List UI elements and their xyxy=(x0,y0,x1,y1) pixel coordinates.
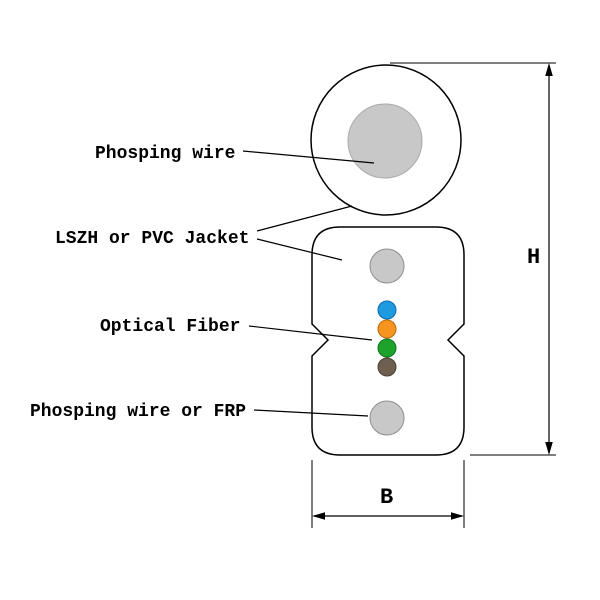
leader-line-optical-fiber xyxy=(248,325,373,341)
dim-h-label: H xyxy=(527,245,540,270)
strength-member-top-circle xyxy=(369,248,405,284)
messenger-jacket-outline xyxy=(310,64,462,216)
label-phosping-wire: Phosping wire xyxy=(95,144,235,164)
label-jacket: LSZH or PVC Jacket xyxy=(55,229,249,249)
optical-fiber-orange xyxy=(377,319,397,339)
optical-fiber-brown xyxy=(377,357,397,377)
optical-fiber-blue xyxy=(377,300,397,320)
leader-line-phosping-wire-frp xyxy=(253,409,369,417)
optical-fiber-green xyxy=(377,338,397,358)
cable-body-jacket-outline xyxy=(311,226,465,456)
dim-h-arrow-up xyxy=(545,63,553,76)
dim-b-label: B xyxy=(380,485,393,510)
label-phosping-wire-frp: Phosping wire or FRP xyxy=(30,402,246,422)
strength-member-bottom-circle xyxy=(369,400,405,436)
leader-line-jacket-upper xyxy=(256,205,353,232)
dim-b-arrow-right xyxy=(451,512,464,520)
label-optical-fiber: Optical Fiber xyxy=(100,317,240,337)
dim-h-arrow-down xyxy=(545,442,553,455)
leader-line-phosping-wire xyxy=(242,150,375,164)
leader-line-jacket-lower xyxy=(256,238,343,261)
phosping-wire-circle xyxy=(347,103,423,179)
dim-b-arrow-left xyxy=(312,512,325,520)
